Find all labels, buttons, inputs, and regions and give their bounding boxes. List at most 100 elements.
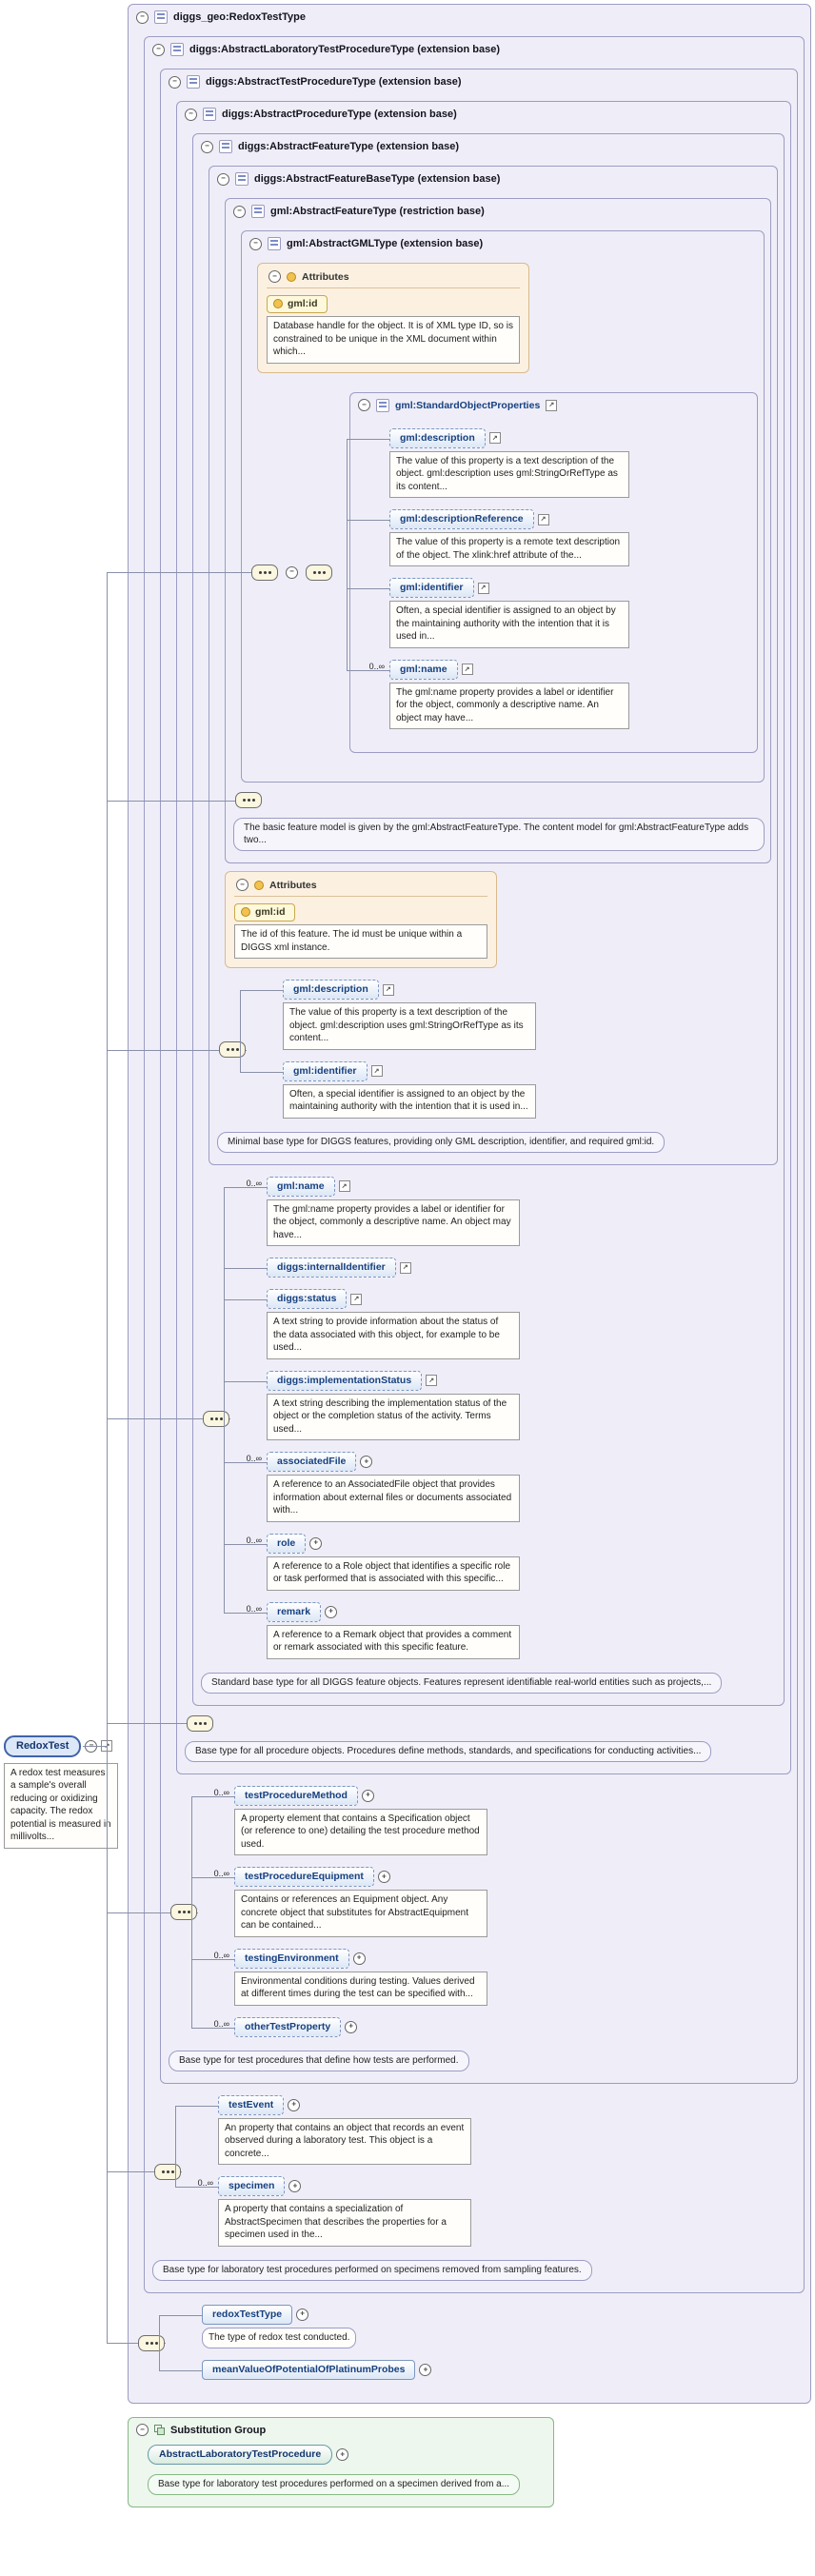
element-row: 0..∞ testProcedureMethod + A property el… <box>205 1785 487 1855</box>
element-pill-gml-description-reference[interactable]: gml:descriptionReference <box>389 509 534 529</box>
ref-icon[interactable]: ↗ <box>477 582 489 594</box>
element-row: 0..∞ testingEnvironment + Environmental … <box>205 1948 487 2006</box>
element-pill-associated-file[interactable]: associatedFile <box>267 1452 357 1472</box>
expand-icon[interactable]: + <box>345 2020 358 2033</box>
sequence-icon[interactable] <box>170 1904 197 1920</box>
attribute-pill-gml-id[interactable]: gml:id <box>267 295 328 313</box>
expand-icon[interactable]: + <box>309 1536 323 1550</box>
element-pill-gml-identifier[interactable]: gml:identifier <box>283 1060 368 1081</box>
element-doc: An property that contains an object that… <box>218 2117 471 2165</box>
occurs-spacer <box>253 980 278 1050</box>
expand-icon[interactable]: + <box>360 1456 373 1468</box>
collapse-icon[interactable]: − <box>185 108 197 121</box>
element-pill-gml-description[interactable]: gml:description <box>389 427 486 448</box>
expand-icon[interactable]: + <box>352 1952 366 1965</box>
element-doc: The gml:name property provides a label o… <box>267 1199 520 1246</box>
element-pill-remark[interactable]: remark <box>267 1601 322 1622</box>
attribute-name: gml:id <box>255 906 286 918</box>
element-pill-redox-test-type[interactable]: redoxTestType <box>202 2304 293 2325</box>
type-box-gml-abstract-feature-type: − gml:AbstractFeatureType (restriction b… <box>225 198 771 863</box>
element-doc: Often, a special identifier is assigned … <box>389 601 629 648</box>
type-title: diggs:AbstractFeatureType (extension bas… <box>238 141 460 152</box>
occurs-spacer <box>360 578 385 648</box>
element-pill-other-test-property[interactable]: otherTestProperty <box>234 2016 342 2037</box>
collapse-icon[interactable]: − <box>85 1739 98 1753</box>
collapse-icon[interactable]: − <box>136 2424 149 2436</box>
collapse-icon[interactable]: − <box>358 399 370 411</box>
element-pill-testing-environment[interactable]: testingEnvironment <box>234 1948 349 1969</box>
ref-icon[interactable]: ↗ <box>426 1375 438 1386</box>
substitution-element-pill[interactable]: AbstractLaboratoryTestProcedure <box>148 2445 333 2465</box>
expand-icon[interactable]: + <box>288 2098 301 2111</box>
expand-icon[interactable]: + <box>325 1605 338 1618</box>
occurs-label: 0..∞ <box>246 1178 262 1188</box>
element-doc: A reference to a Remark object that prov… <box>267 1624 520 1659</box>
ref-icon[interactable]: ↗ <box>370 1065 383 1077</box>
element-row: 0..∞ gml:name ↗ The gml:name property pr… <box>237 1176 520 1246</box>
substitution-group-icon <box>154 2425 165 2435</box>
expand-icon[interactable]: + <box>419 2364 432 2376</box>
attribute-doc: Database handle for the object. It is of… <box>267 316 520 364</box>
collapse-icon[interactable]: − <box>249 237 262 250</box>
sequence-icon[interactable] <box>138 2334 165 2351</box>
element-pill-test-event[interactable]: testEvent <box>218 2094 285 2115</box>
element-pill-gml-name[interactable]: gml:name <box>267 1176 335 1197</box>
collapse-icon[interactable]: − <box>217 172 229 186</box>
expand-icon[interactable]: + <box>296 2308 309 2321</box>
sequence-icon[interactable] <box>251 564 278 581</box>
element-pill-diggs-internal-identifier[interactable]: diggs:internalIdentifier <box>267 1258 396 1278</box>
attributes-box: − Attributes gml:id The id of this featu… <box>225 871 497 968</box>
global-element-pill[interactable]: RedoxTest <box>4 1734 82 1757</box>
sequence-icon[interactable] <box>203 1410 229 1427</box>
element-pill-diggs-status[interactable]: diggs:status <box>267 1289 348 1309</box>
collapse-icon[interactable]: − <box>169 75 181 89</box>
element-pill-diggs-implementation-status[interactable]: diggs:implementationStatus <box>267 1370 423 1391</box>
expand-icon[interactable]: + <box>361 1789 374 1802</box>
expand-icon[interactable]: + <box>377 1871 390 1883</box>
ref-icon[interactable]: ↗ <box>461 664 473 675</box>
element-pill-test-procedure-equipment[interactable]: testProcedureEquipment <box>234 1867 374 1887</box>
element-pill-test-procedure-method[interactable]: testProcedureMethod <box>234 1785 358 1806</box>
element-pill-specimen[interactable]: specimen <box>218 2176 286 2196</box>
collapse-icon[interactable]: − <box>201 140 213 153</box>
ref-icon[interactable]: ↗ <box>546 399 558 411</box>
collapse-icon[interactable]: − <box>233 205 246 218</box>
element-pill-gml-name[interactable]: gml:name <box>389 659 458 680</box>
element-pill-role[interactable]: role <box>267 1533 307 1554</box>
type-box-gml-abstract-gml-type: − gml:AbstractGMLType (extension base) − <box>241 230 765 783</box>
ref-icon[interactable]: ↗ <box>399 1261 411 1274</box>
sequence-icon[interactable] <box>154 2163 181 2180</box>
sequence-icon[interactable] <box>219 1041 246 1059</box>
element-row: gml:descriptionReference ↗ The value of … <box>360 509 629 566</box>
expand-icon[interactable]: + <box>336 2448 349 2461</box>
content-model-row: gml:description ↗ The value of this prop… <box>219 980 771 1120</box>
ref-icon[interactable]: ↗ <box>488 432 501 444</box>
collapse-icon[interactable]: − <box>152 43 165 56</box>
ref-icon[interactable]: ↗ <box>382 983 394 996</box>
element-pill-gml-description[interactable]: gml:description <box>283 980 379 1000</box>
content-model-row: testEvent + An property that contains an… <box>154 2094 798 2249</box>
element-pill-gml-identifier[interactable]: gml:identifier <box>389 578 474 598</box>
sequence-icon[interactable] <box>306 564 332 581</box>
note-gml-abstract-feature-type: The basic feature model is given by the … <box>233 818 765 851</box>
attributes-box: − Attributes gml:id Databas <box>257 263 529 373</box>
sequence-icon[interactable] <box>187 1714 213 1732</box>
ref-icon[interactable]: ↗ <box>537 513 549 525</box>
element-doc: A property element that contains a Speci… <box>234 1808 487 1855</box>
collapse-icon[interactable]: − <box>136 10 149 24</box>
collapse-icon[interactable]: − <box>236 879 248 891</box>
collapse-icon[interactable]: − <box>268 270 281 283</box>
attribute-pill-gml-id[interactable]: gml:id <box>234 903 295 921</box>
collapse-icon[interactable]: − <box>286 565 298 579</box>
group-title[interactable]: gml:StandardObjectProperties <box>395 399 541 411</box>
expand-icon[interactable]: + <box>288 2180 302 2192</box>
occurs-spacer <box>189 2095 213 2166</box>
complextype-icon <box>187 75 200 89</box>
ref-icon[interactable]: ↗ <box>350 1293 363 1305</box>
element-pill-mean-value-of-potential-of-platinum-probes[interactable]: meanValueOfPotentialOfPlatinumProbes <box>202 2360 416 2380</box>
ref-icon[interactable]: ↗ <box>101 1740 113 1752</box>
element-row: 0..∞ associatedFile + A reference to an … <box>237 1452 520 1522</box>
note-abstract-feature-type: Standard base type for all DIGGS feature… <box>201 1672 723 1694</box>
sequence-icon[interactable] <box>235 792 262 808</box>
ref-icon[interactable]: ↗ <box>338 1180 350 1192</box>
